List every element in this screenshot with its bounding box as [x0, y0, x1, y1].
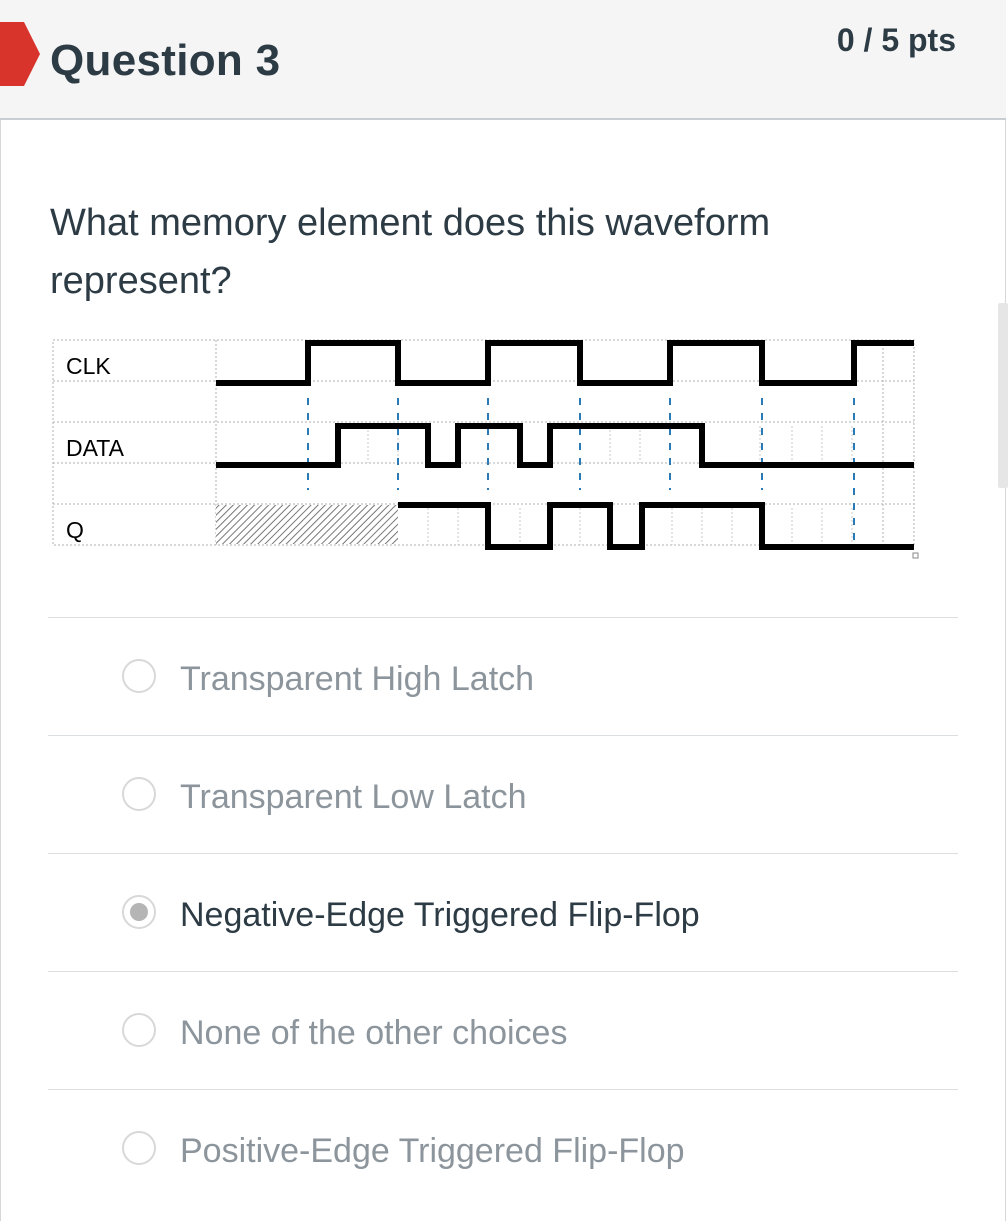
radio-button-icon[interactable]	[122, 1131, 156, 1165]
answer-option[interactable]: Transparent Low Latch	[48, 735, 958, 853]
radio-button-icon[interactable]	[122, 1013, 156, 1047]
signal-label-data: DATA	[66, 435, 125, 461]
radio-button-icon[interactable]	[122, 777, 156, 811]
q-undefined-region	[216, 505, 398, 544]
question-header: Question 3 0 / 5 pts	[0, 0, 1006, 120]
answer-option[interactable]: Transparent High Latch	[48, 617, 958, 735]
q-waveform	[398, 502, 914, 550]
scrollbar-thumb[interactable]	[998, 303, 1008, 488]
answer-option-selected[interactable]: Negative-Edge Triggered Flip-Flop	[48, 853, 958, 971]
radio-button-checked-icon[interactable]	[122, 895, 156, 929]
waveform-diagram: CLK DATA Q	[52, 339, 919, 559]
question-points: 0 / 5 pts	[836, 22, 956, 58]
question-flag-icon	[0, 22, 40, 86]
data-waveform	[216, 423, 914, 468]
answer-label: Negative-Edge Triggered Flip-Flop	[180, 896, 700, 934]
clock-edge-guides	[307, 398, 855, 544]
answer-option[interactable]: None of the other choices	[48, 971, 958, 1089]
answer-label: None of the other choices	[180, 1014, 568, 1052]
radio-button-icon[interactable]	[122, 659, 156, 693]
question-body	[0, 120, 1006, 1221]
answer-label: Transparent Low Latch	[180, 778, 527, 816]
question-title: Question 3	[50, 36, 281, 85]
signal-label-q: Q	[66, 517, 84, 543]
question-text: What memory element does this waveform r…	[50, 202, 771, 302]
signal-label-clk: CLK	[66, 353, 111, 379]
clk-waveform	[216, 340, 914, 386]
answer-label: Transparent High Latch	[180, 660, 535, 698]
answer-list: Transparent High Latch Transparent Low L…	[48, 617, 958, 1207]
answer-option[interactable]: Positive-Edge Triggered Flip-Flop	[48, 1089, 958, 1207]
answer-label: Positive-Edge Triggered Flip-Flop	[180, 1132, 685, 1170]
